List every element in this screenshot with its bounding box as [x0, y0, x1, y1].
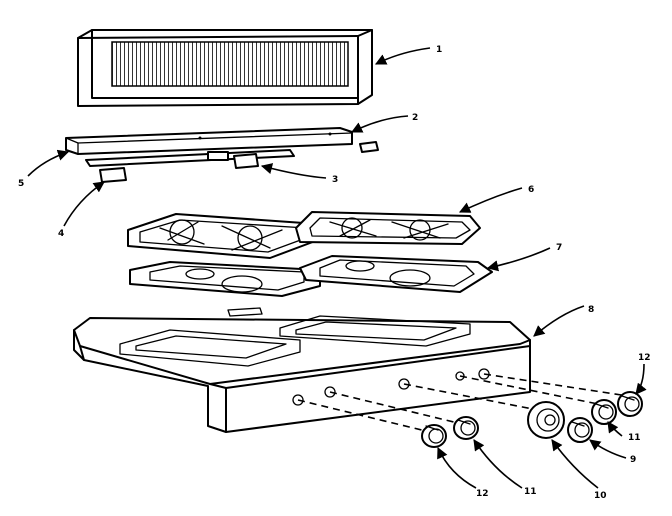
- trim-strip: [65, 127, 353, 155]
- trim-clip: [359, 141, 379, 153]
- bracket-rail: [85, 149, 295, 183]
- callout-10: 10: [594, 491, 607, 501]
- callout-12-left: 12: [476, 489, 489, 499]
- callout-8: 8: [588, 305, 594, 315]
- callout-6: 6: [528, 185, 534, 195]
- burner-grate-right: [295, 211, 481, 245]
- callout-11-right: 11: [628, 433, 641, 443]
- callout-1: 1: [436, 45, 442, 55]
- callout-2: 2: [412, 113, 418, 123]
- cooktop-body: [73, 307, 531, 433]
- knob-11-left: [453, 416, 479, 440]
- knob-11-right: [591, 399, 617, 425]
- callout-5: 5: [18, 179, 24, 189]
- knob-9: [567, 417, 593, 443]
- knob-bezel-12-left: [421, 424, 447, 448]
- knob-bezel-10: [527, 401, 565, 439]
- callout-9: 9: [630, 455, 636, 465]
- callout-4: 4: [58, 229, 64, 239]
- knob-bezel-12-right: [617, 391, 643, 417]
- drip-pan-right: [299, 255, 493, 293]
- burner-grate-left: [127, 213, 319, 259]
- backguard-panel: [77, 29, 373, 107]
- callout-12-right: 12: [638, 353, 651, 363]
- drip-pan-left: [129, 261, 321, 297]
- callout-labels: 1 2 3 4 5 6 7 8 12 11 9 10 11 12: [18, 45, 651, 501]
- callout-11-left: 11: [524, 487, 537, 497]
- alignment-lines: [297, 373, 629, 433]
- callout-7: 7: [556, 243, 562, 253]
- leader-arrows: [27, 47, 647, 489]
- callout-3: 3: [332, 175, 338, 185]
